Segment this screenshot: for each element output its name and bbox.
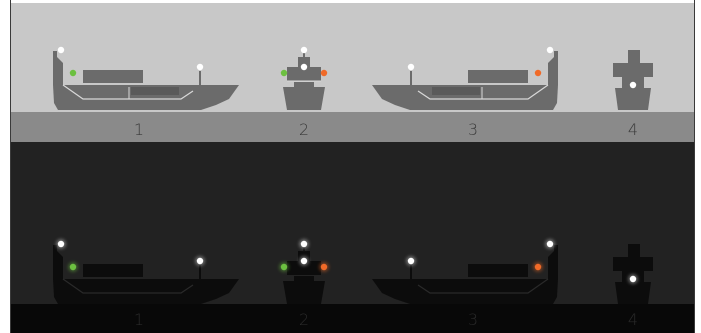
day-ship-4-lights — [630, 82, 636, 88]
day-ship-3-side-view — [372, 51, 558, 110]
day-label-4: 4 — [613, 120, 653, 139]
night-ship-4-lights — [628, 274, 638, 284]
day-ships-scene — [11, 3, 694, 142]
night-ship-2-head-on-view — [283, 243, 325, 304]
night-ship-3-side-view — [372, 245, 558, 304]
night-label-2: 2 — [284, 310, 324, 329]
day-ship-2-head-on-view — [283, 49, 325, 110]
right-edge-line — [694, 0, 695, 333]
day-label-3: 3 — [453, 120, 493, 139]
night-label-4: 4 — [613, 310, 653, 329]
night-ships-scene — [11, 142, 694, 333]
day-ship-4-stern-view — [613, 50, 653, 110]
night-label-3: 3 — [453, 310, 493, 329]
day-ship-1-side-view — [53, 51, 239, 110]
night-label-1: 1 — [119, 310, 159, 329]
night-ship-1-side-view — [53, 245, 239, 304]
day-label-2: 2 — [284, 120, 324, 139]
day-view-panel: 1 2 3 4 — [11, 3, 694, 142]
night-view-panel: 1 2 3 4 — [11, 142, 694, 333]
day-label-1: 1 — [119, 120, 159, 139]
